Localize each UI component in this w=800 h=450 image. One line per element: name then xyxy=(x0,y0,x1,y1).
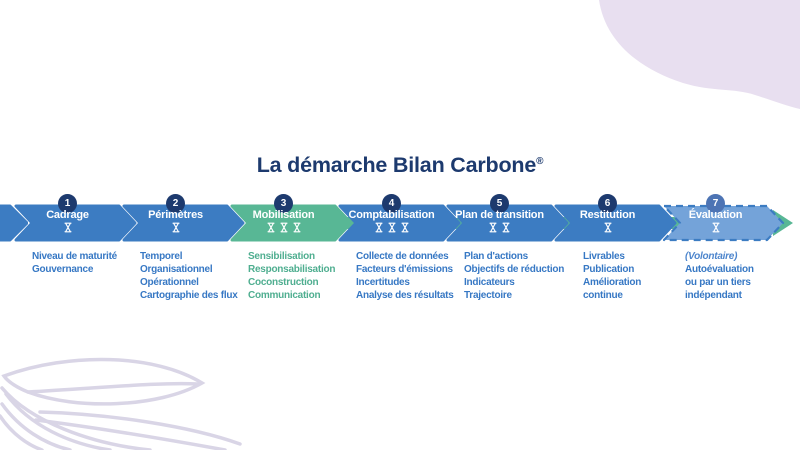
list-item: Niveau de maturité xyxy=(32,251,117,262)
list-item: Analyse des résultats xyxy=(356,290,454,301)
hourglass-icon xyxy=(711,222,720,233)
step-chevron-dashed xyxy=(662,204,785,242)
hourglass-icon xyxy=(63,222,72,233)
duration-hourglasses xyxy=(556,222,659,233)
list-restitution: Livrables Publication Amélioration conti… xyxy=(583,250,641,302)
step-comptabilisation: 4 Comptabilisation xyxy=(338,191,461,253)
list-item: Autoévaluation xyxy=(685,264,754,275)
hourglass-icon xyxy=(502,222,510,233)
list-item: Objectifs de réduction xyxy=(464,264,565,275)
hourglass-icon xyxy=(266,222,275,233)
list-item: Amélioration xyxy=(583,277,642,288)
hourglass-icon xyxy=(279,222,288,233)
hourglass-icon xyxy=(603,222,612,233)
hourglass-icon xyxy=(374,222,383,233)
list-comptabilisation: Collecte de données Facteurs d'émissions… xyxy=(356,250,454,302)
step-chevron xyxy=(122,204,245,242)
step-number-badge: 3 xyxy=(274,194,293,213)
list-item: Publication xyxy=(583,264,635,275)
step-plan-de-transition: 5 Plan de transition xyxy=(446,191,569,253)
duration-hourglasses xyxy=(340,222,443,233)
hourglass-icon xyxy=(292,222,301,233)
duration-hourglasses xyxy=(124,222,227,233)
step-label: Plan de transition xyxy=(455,208,544,221)
step-cadrage: 1 Cadrage xyxy=(14,191,137,253)
list-item: Trajectoire xyxy=(464,290,512,301)
list-item: Cartographie des flux xyxy=(140,290,238,301)
step-restitution: 6 Restitution xyxy=(554,191,677,253)
corner-blob xyxy=(599,0,800,109)
step-number-badge: 1 xyxy=(58,194,77,213)
step-chevron xyxy=(230,204,353,242)
list-item: Incertitudes xyxy=(356,277,410,288)
list-item: Responsabilisation xyxy=(248,264,336,275)
hourglass-icon xyxy=(489,222,497,233)
leaf-line-art xyxy=(0,357,242,450)
step-number-badge: 5 xyxy=(490,194,509,213)
step-chevron xyxy=(554,204,677,242)
step-mobilisation: 3 Mobilisation xyxy=(230,191,353,253)
list-cadrage: Niveau de maturité Gouvernance xyxy=(32,250,117,276)
step-label: Restitution xyxy=(579,208,636,221)
step-detail-lists: Niveau de maturité Gouvernance Temporel … xyxy=(0,250,800,320)
step-number-badge: 6 xyxy=(598,194,617,213)
list-item: indépendant xyxy=(685,290,742,301)
list-item: Coconstruction xyxy=(248,277,319,288)
duration-hourglasses xyxy=(448,222,551,233)
page-title: La démarche Bilan Carbone® xyxy=(256,153,544,178)
list-item: Sensibilisation xyxy=(248,251,315,262)
list-item: continue xyxy=(583,290,623,301)
list-item: Temporel xyxy=(140,251,183,262)
list-perimetres: Temporel Organisationnel Opérationnel Ca… xyxy=(140,250,238,302)
duration-hourglasses xyxy=(664,222,767,233)
list-item: Opérationnel xyxy=(140,277,199,288)
list-item: Plan d'actions xyxy=(464,251,528,262)
list-item: Livrables xyxy=(583,251,625,262)
step-chevron xyxy=(14,204,137,242)
list-item: Indicateurs xyxy=(464,277,515,288)
hourglass-icon xyxy=(400,222,409,233)
duration-hourglasses xyxy=(16,222,119,233)
voluntary-note: (Volontaire) xyxy=(685,251,738,262)
step-chevron xyxy=(338,204,461,242)
registered-mark: ® xyxy=(536,156,544,168)
list-evaluation: (Volontaire) Autoévaluation ou par un ti… xyxy=(685,250,754,302)
list-item: Communication xyxy=(248,290,321,301)
process-strip: 1 Cadrage 2 Périmètres 3 Mobilisation xyxy=(0,191,800,255)
step-label: Comptabilisation xyxy=(348,208,435,221)
lead-arrow-fragment xyxy=(0,204,28,242)
duration-hourglasses xyxy=(232,222,335,233)
step-evaluation: 7 Évaluation xyxy=(662,191,785,253)
step-number-badge: 7 xyxy=(706,194,725,213)
step-number-badge: 4 xyxy=(382,194,401,213)
list-item: Organisationnel xyxy=(140,264,213,275)
hourglass-icon xyxy=(387,222,396,233)
step-label: Périmètres xyxy=(148,208,203,221)
step-label: Cadrage xyxy=(46,208,89,221)
list-item: Facteurs d'émissions xyxy=(356,264,453,275)
step-label: Évaluation xyxy=(688,208,743,221)
step-perimetres: 2 Périmètres xyxy=(122,191,245,253)
list-item: Gouvernance xyxy=(32,264,94,275)
list-item: ou par un tiers xyxy=(685,277,751,288)
list-plan-de-transition: Plan d'actions Objectifs de réduction In… xyxy=(464,250,564,302)
step-label: Mobilisation xyxy=(252,208,315,221)
step-number-badge: 2 xyxy=(166,194,185,213)
hourglass-icon xyxy=(171,222,180,233)
list-mobilisation: Sensibilisation Responsabilisation Cocon… xyxy=(248,250,335,302)
list-item: Collecte de données xyxy=(356,251,449,262)
